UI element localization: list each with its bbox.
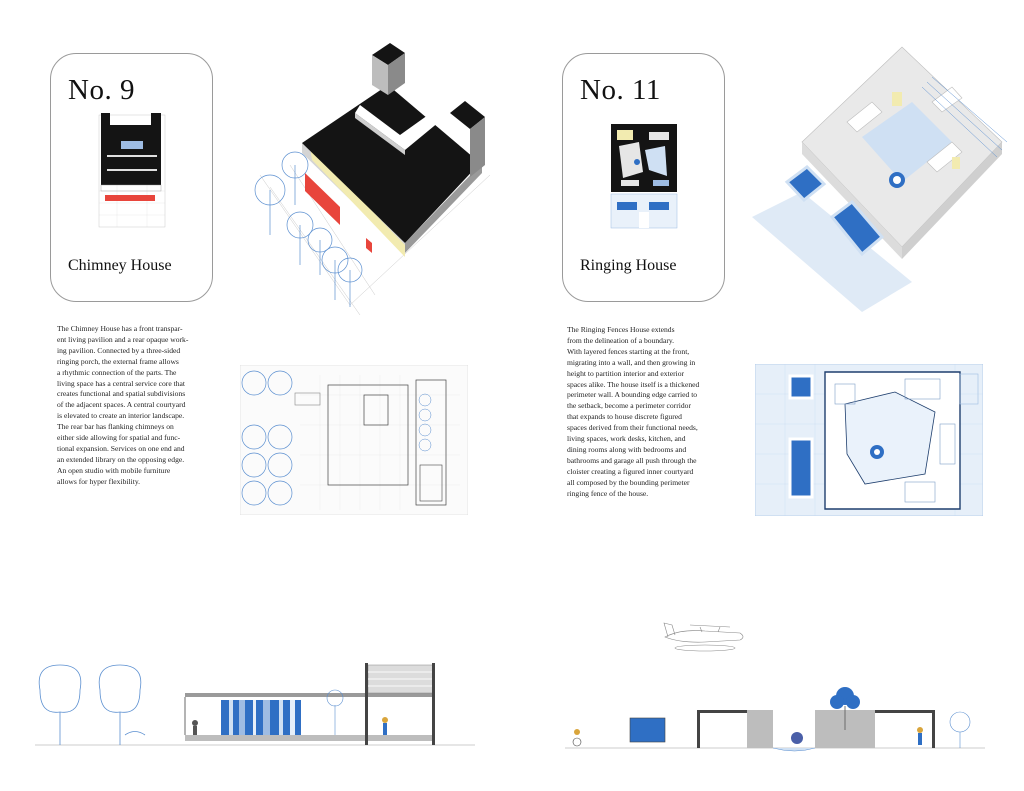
chimney-house-section [35, 663, 475, 746]
chimney-house-site-plan [240, 365, 468, 515]
chimney-house-thumbnail-plan [98, 113, 166, 228]
ringing-house-thumbnail-plan [610, 124, 678, 229]
project-name: Ringing House [580, 257, 677, 274]
ringing-house-description: The Ringing Fences House extends from th… [567, 325, 700, 498]
project-number: No. 11 [580, 74, 661, 106]
ringing-house-site-plan [755, 364, 983, 516]
ringing-house-section [565, 687, 985, 752]
project-number: No. 9 [68, 74, 135, 106]
chimney-house-description: The Chimney House has a front transpar- … [57, 324, 189, 486]
chimney-house-axonometric [254, 43, 491, 315]
ringing-house-axonometric [752, 46, 1008, 312]
seaplane-sketch [663, 622, 744, 652]
project-card-ringing-house: No. 11 Ringing House [562, 53, 725, 302]
project-name: Chimney House [68, 257, 172, 274]
project-card-chimney-house: No. 9 Chimney House [50, 53, 213, 302]
